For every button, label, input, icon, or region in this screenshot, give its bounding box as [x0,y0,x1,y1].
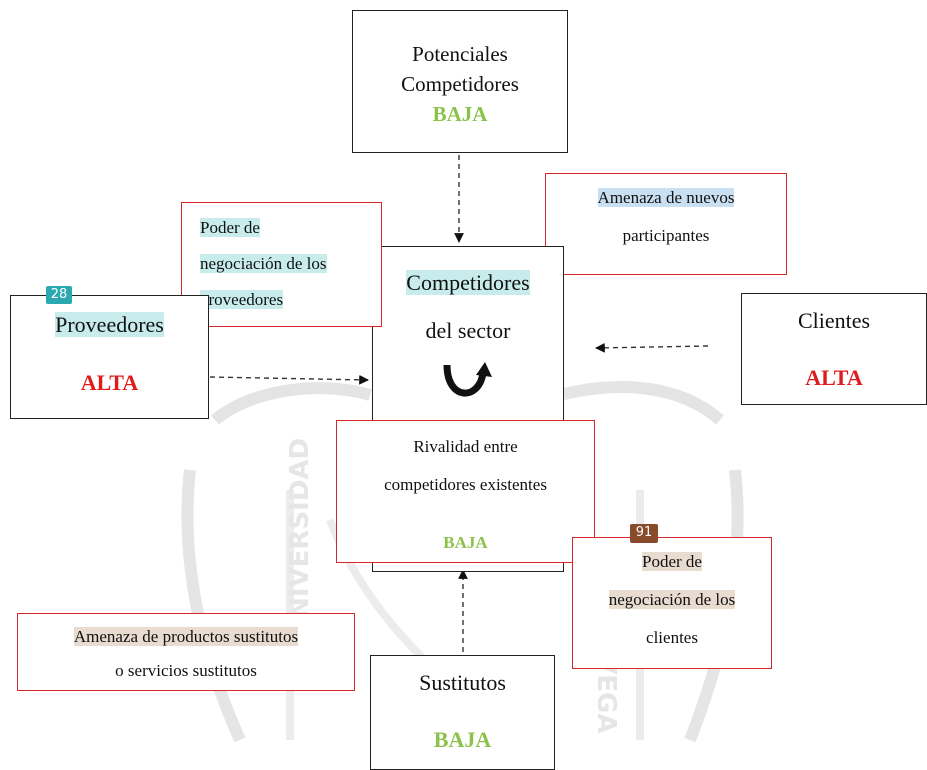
annotation-badge-28[interactable]: 28 [46,286,72,304]
potential-competitors-line1: Potenciales [412,42,508,66]
potential-competitors-line2: Competidores [401,72,519,96]
client-power-line3: clientes [646,628,698,647]
suppliers-box: Proveedores ALTA [10,295,209,419]
arrow-clients-to-sector [595,342,709,353]
arrow-suppliers-to-sector [209,374,369,385]
threat-new-entrants-line1: Amenaza de nuevos [597,188,735,207]
supplier-power-line2: negociación de los [200,254,327,273]
substitutes-level: BAJA [433,727,492,752]
sector-competitors-line2: del sector [425,318,511,343]
rotation-arrow-icon [443,362,492,397]
supplier-power-note: Poder de negociación de los proveedores [181,202,382,327]
rivalry-line2: competidores existentes [384,475,547,494]
potential-competitors-level: BAJA [432,102,488,126]
sector-competitors-line1: Competidores [406,270,530,295]
clients-level: ALTA [805,365,863,390]
client-power-note: Poder de negociación de los clientes [572,537,772,669]
rivalry-note: Rivalidad entre competidores existentes … [336,420,595,563]
annotation-badge-91[interactable]: 91 [630,524,658,543]
rivalry-line1: Rivalidad entre [413,437,518,456]
threat-new-entrants-note: Amenaza de nuevos participantes [545,173,787,275]
suppliers-title: Proveedores [55,312,164,337]
clients-title: Clientes [797,308,871,333]
client-power-line1: Poder de [642,552,702,571]
rivalry-level: BAJA [443,533,488,552]
substitutes-box: Sustitutos BAJA [370,655,555,770]
clients-box: Clientes ALTA [741,293,927,405]
threat-new-entrants-line2: participantes [622,226,710,245]
threat-substitutes-line1: Amenaza de productos sustitutos [73,627,299,646]
supplier-power-line1: Poder de [200,218,260,237]
supplier-power-line3: proveedores [200,290,284,309]
suppliers-level: ALTA [80,370,139,395]
svg-text:UNIVERSIDAD: UNIVERSIDAD [285,438,315,640]
substitutes-title: Sustitutos [419,670,506,695]
threat-substitutes-line2: o servicios sustitutos [115,661,257,680]
client-power-line2: negociación de los [608,590,736,609]
threat-substitutes-note: Amenaza de productos sustitutos o servic… [17,613,355,691]
potential-competitors-box: Potenciales Competidores BAJA [352,10,568,153]
